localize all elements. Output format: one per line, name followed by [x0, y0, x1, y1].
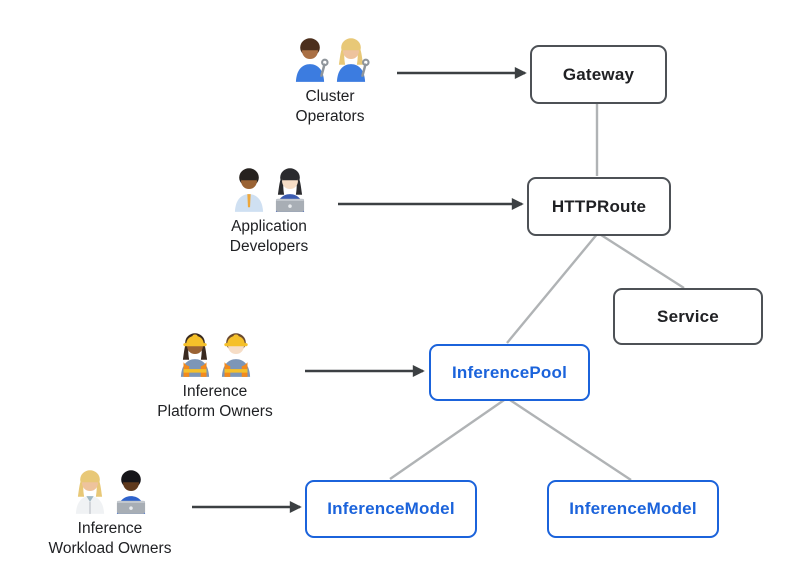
- persona-inference-platform-owners-label: Inference Platform Owners: [157, 383, 273, 421]
- woman-mechanic-icon: [332, 36, 370, 84]
- woman-construction-worker-icon: [176, 331, 214, 379]
- man-mechanic-icon: [291, 36, 329, 84]
- persona-inference-workload-owners-label: Inference Workload Owners: [48, 520, 172, 558]
- persona-application-developers-label: Application Developers: [229, 218, 309, 256]
- persona-cluster-operators: Cluster Operators: [250, 36, 410, 128]
- persona-inference-platform-owners: Inference Platform Owners: [125, 331, 305, 423]
- edge-inferencepool-inferencemodel-left: [389, 397, 508, 480]
- node-service-label: Service: [657, 306, 719, 326]
- woman-technologist-icon: [271, 166, 309, 214]
- node-inferencemodel-left-label: InferenceModel: [327, 499, 455, 518]
- node-inferencepool: InferencePool: [429, 344, 590, 401]
- edge-httproute-service: [597, 231, 685, 290]
- inference-workload-owners-icons: [20, 468, 200, 516]
- node-gateway: Gateway: [530, 45, 667, 104]
- edge-httproute-inferencepool: [506, 232, 599, 344]
- node-inferencemodel-left: InferenceModel: [305, 480, 477, 538]
- node-httproute: HTTPRoute: [527, 177, 671, 236]
- man-technologist-icon: [112, 468, 150, 516]
- node-gateway-label: Gateway: [562, 64, 635, 84]
- node-inferencemodel-right-label: InferenceModel: [569, 499, 697, 518]
- node-inferencepool-label: InferencePool: [451, 362, 568, 382]
- node-httproute-label: HTTPRoute: [551, 196, 647, 216]
- persona-application-developers: Application Developers: [189, 166, 349, 258]
- node-service: Service: [613, 288, 763, 345]
- node-inferencemodel-right: InferenceModel: [547, 480, 719, 538]
- persona-cluster-operators-label: Cluster Operators: [295, 88, 365, 126]
- man-construction-worker-icon: [217, 331, 255, 379]
- man-office-worker-icon: [230, 166, 268, 214]
- person-health-worker-icon: [71, 468, 109, 516]
- application-developers-icons: [189, 166, 349, 214]
- cluster-operators-icons: [250, 36, 410, 84]
- inference-platform-owners-icons: [125, 331, 305, 379]
- persona-inference-workload-owners: Inference Workload Owners: [20, 468, 200, 560]
- edge-inferencepool-inferencemodel-right: [506, 396, 632, 482]
